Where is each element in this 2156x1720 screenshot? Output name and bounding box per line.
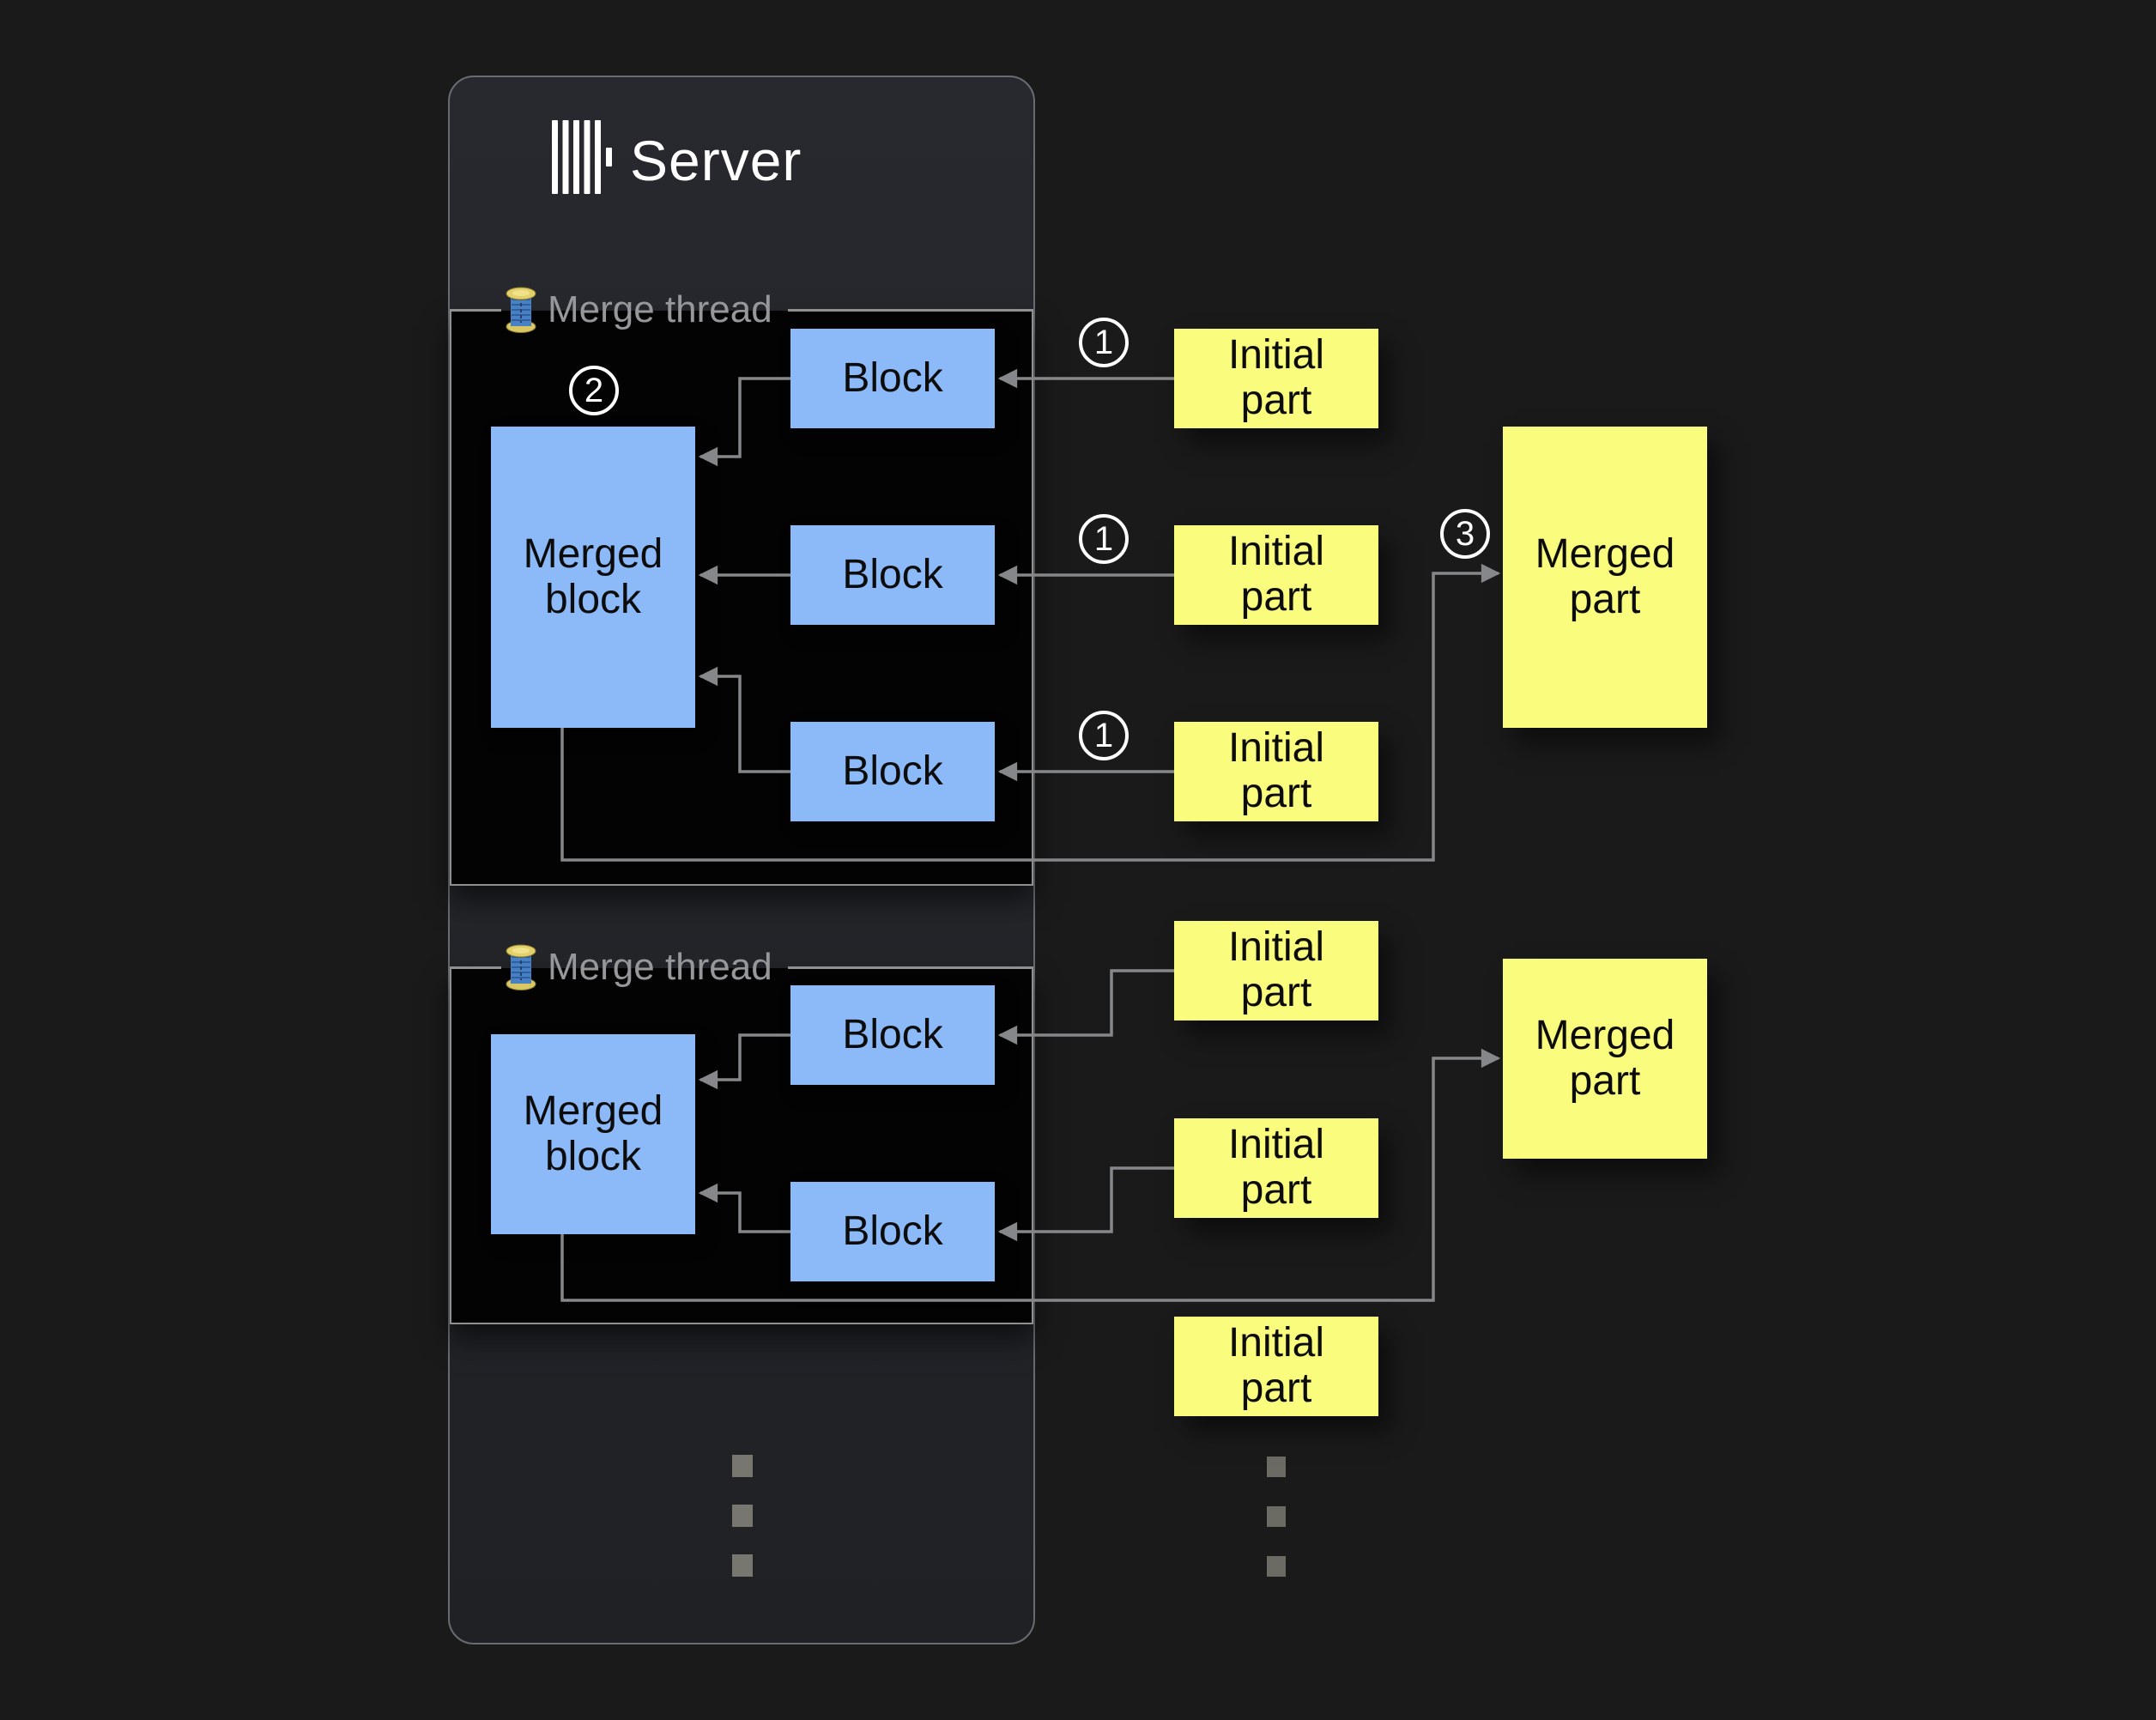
merged-block-1: Merged block xyxy=(491,427,695,728)
thread1-border-segment-left xyxy=(450,309,501,312)
block-1: Block xyxy=(790,329,995,428)
thread2-border-segment-left xyxy=(450,966,501,969)
thread-spool-icon xyxy=(506,287,536,333)
block-2: Block xyxy=(790,525,995,625)
ellipsis-dot xyxy=(732,1554,753,1577)
ellipsis-dot xyxy=(1267,1556,1286,1577)
block-4: Block xyxy=(790,985,995,1085)
merged-block-2: Merged block xyxy=(491,1034,695,1234)
initial-part-note-5: Initial part xyxy=(1174,1118,1378,1218)
ellipsis-dot xyxy=(1267,1506,1286,1527)
merged-part-2: Merged part xyxy=(1503,959,1707,1159)
ellipsis-dot xyxy=(732,1455,753,1477)
initial-part-note-6: Initial part xyxy=(1174,1317,1378,1416)
merge-thread-label-2: Merge thread xyxy=(505,942,772,992)
initial-part-note-1: Initial part xyxy=(1174,329,1378,428)
step-1-badge: 1 xyxy=(1079,318,1129,367)
block-3: Block xyxy=(790,722,995,821)
step-2-badge: 2 xyxy=(569,366,619,415)
step-3-badge: 3 xyxy=(1440,509,1490,559)
merge-thread-label-1: Merge thread xyxy=(505,285,772,335)
ellipsis-dot xyxy=(1267,1457,1286,1477)
ellipsis-dot xyxy=(732,1505,753,1527)
thread2-border-segment-right xyxy=(788,966,1033,969)
server-title: Server xyxy=(630,129,802,192)
thread-spool-icon xyxy=(506,944,536,990)
merge-thread-label-text: Merge thread xyxy=(548,946,772,988)
initial-part-note-2: Initial part xyxy=(1174,525,1378,625)
initial-part-note-3: Initial part xyxy=(1174,722,1378,821)
initial-part-note-4: Initial part xyxy=(1174,921,1378,1020)
thread1-border-segment-right xyxy=(788,309,1033,312)
merged-part-1: Merged part xyxy=(1503,427,1707,728)
block-5: Block xyxy=(790,1182,995,1281)
clickhouse-bars-logo-icon xyxy=(552,120,612,194)
step-1-badge: 1 xyxy=(1079,514,1129,564)
merge-thread-label-text: Merge thread xyxy=(548,288,772,330)
step-1-badge: 1 xyxy=(1079,711,1129,760)
